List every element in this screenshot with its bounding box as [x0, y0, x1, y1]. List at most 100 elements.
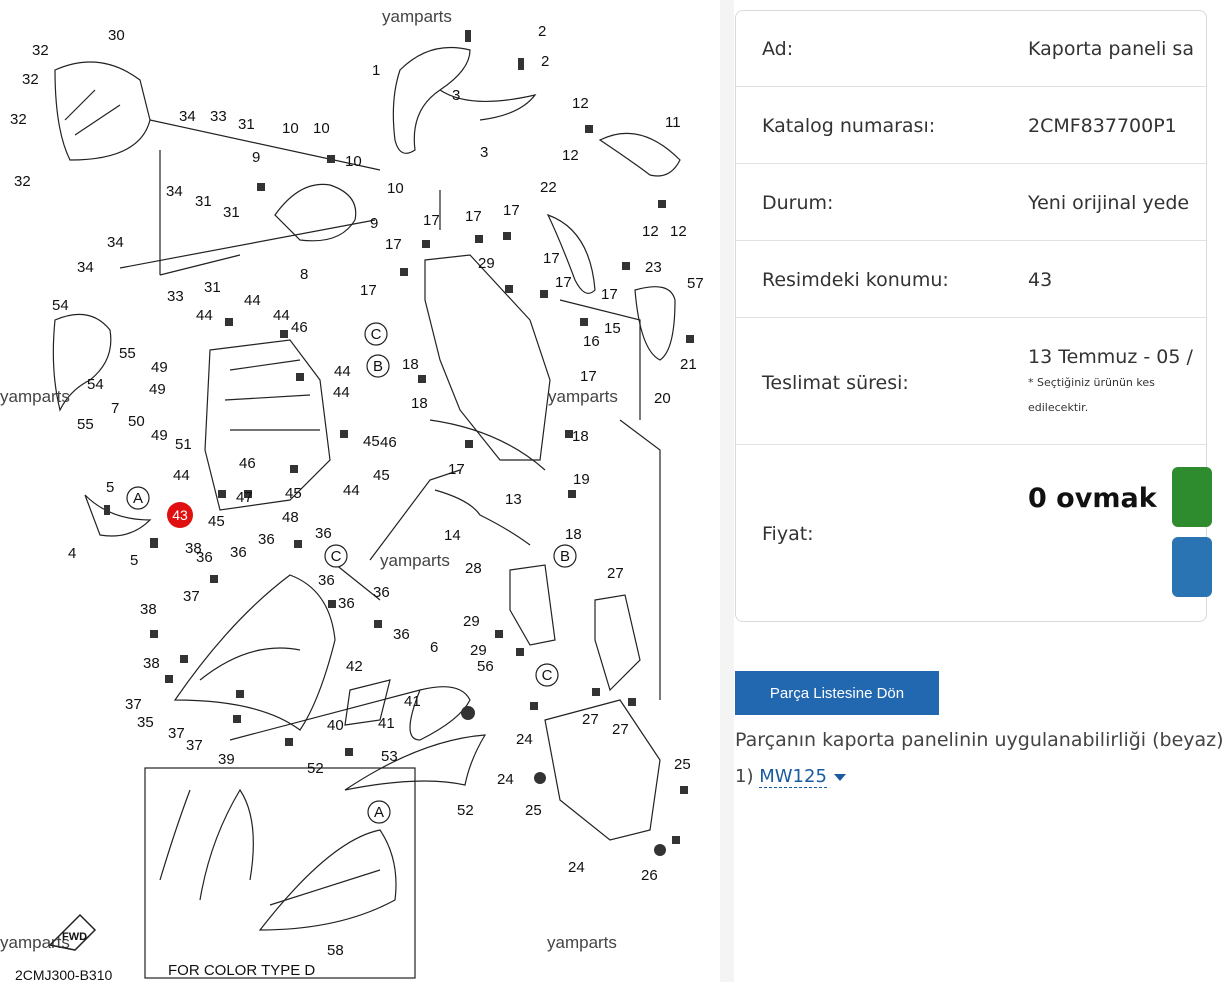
reference-letter: B: [373, 358, 383, 375]
catalog-number-value: 2CMF837700P1: [1028, 115, 1177, 137]
callout-number: 34: [179, 108, 196, 125]
callout-number: 31: [223, 204, 240, 221]
callout-number: 44: [173, 467, 190, 484]
callout-number: 19: [573, 471, 590, 488]
callout-number: 46: [380, 434, 397, 451]
callout-number: 52: [457, 802, 474, 819]
callout-number: 30: [108, 27, 125, 44]
callout-number: 15: [604, 320, 621, 337]
callout-number: 25: [674, 756, 691, 773]
watermark-text: yamparts: [382, 7, 452, 26]
callout-number: 17: [385, 236, 402, 253]
reference-letter: B: [560, 548, 570, 565]
callout-number: 29: [478, 255, 495, 272]
callout-number: 37: [168, 725, 185, 742]
callout-number: 44: [333, 384, 350, 401]
callout-number: 24: [516, 731, 533, 748]
callout-number: 40: [327, 717, 344, 734]
callout-number: 31: [238, 116, 255, 133]
callout-number: 52: [307, 760, 324, 777]
callout-number: 9: [252, 149, 260, 166]
callout-number: 35: [137, 714, 154, 731]
reference-circle: [324, 544, 348, 568]
model-link[interactable]: MW125: [759, 766, 827, 788]
callout-number: 37: [125, 696, 142, 713]
highlight-marker[interactable]: [167, 502, 193, 528]
reference-circle: [364, 322, 388, 346]
callout-number: 24: [497, 771, 514, 788]
add-to-cart-button[interactable]: [1172, 467, 1212, 527]
callout-number: 46: [239, 455, 256, 472]
info-label: Katalog numarası:: [762, 115, 936, 137]
back-to-parts-list-button[interactable]: Parça Listesine Dön: [735, 671, 939, 715]
callout-number: 24: [568, 859, 585, 876]
callout-number: 36: [318, 572, 335, 589]
callout-number: 31: [195, 193, 212, 210]
callout-number: 5: [106, 479, 114, 496]
callout-number: 12: [642, 223, 659, 240]
price-value: 0 ovmak: [1028, 483, 1157, 514]
callout-number: 34: [166, 183, 183, 200]
watermark-text: yamparts: [0, 387, 70, 406]
callout-number: 17: [555, 274, 572, 291]
model-list-item: 1) MW125: [735, 766, 846, 788]
info-label: Durum:: [762, 192, 834, 214]
callout-number: 54: [87, 376, 104, 393]
callout-number: 20: [654, 390, 671, 407]
reference-letter: C: [371, 326, 382, 343]
reference-circle: [367, 800, 391, 824]
reference-letter: A: [133, 490, 143, 507]
reference-letter: C: [542, 667, 553, 684]
callout-number: 45: [285, 485, 302, 502]
callout-number: 39: [218, 751, 235, 768]
callout-number: 27: [612, 721, 629, 738]
callout-number: 38: [185, 540, 202, 557]
watermark-text: yamparts: [548, 387, 618, 406]
highlight-marker-label: 43: [172, 507, 188, 523]
callout-number: 51: [175, 436, 192, 453]
reference-letter: A: [374, 804, 384, 821]
callout-number: 17: [543, 250, 560, 267]
condition-value: Yeni orijinal yede: [1028, 192, 1190, 214]
callout-number: 49: [149, 381, 166, 398]
callout-number: 44: [334, 363, 351, 380]
callout-number: 12: [572, 95, 589, 112]
fwd-label: FWD: [62, 931, 87, 943]
callout-number: 3: [480, 144, 488, 161]
chevron-down-icon[interactable]: [833, 773, 846, 781]
part-info-panel: Ad: Kaporta paneli sa Katalog numarası: …: [735, 10, 1212, 622]
callout-number: 54: [52, 297, 69, 314]
info-row-position: Resimdeki konumu: 43: [736, 241, 1206, 318]
callout-number: 36: [258, 531, 275, 548]
callout-number: 17: [423, 212, 440, 229]
callout-number: 45: [363, 433, 380, 450]
callout-number: 56: [477, 658, 494, 675]
callout-number: 7: [111, 400, 119, 417]
callout-number: 10: [313, 120, 330, 137]
callout-number: 58: [327, 942, 344, 959]
callout-number: 44: [273, 307, 290, 324]
callout-number: 32: [14, 173, 31, 190]
part-name-value: Kaporta paneli sa: [1028, 38, 1194, 60]
callout-number: 17: [503, 202, 520, 219]
callout-number: 48: [282, 509, 299, 526]
callout-number: 17: [448, 461, 465, 478]
callout-number: 12: [670, 223, 687, 240]
callout-number: 2: [538, 23, 546, 40]
exploded-view-drawing: yamparts yamparts yamparts yamparts yamp…: [0, 7, 704, 982]
callout-number: 44: [343, 482, 360, 499]
callout-number: 1: [372, 62, 380, 79]
callout-number: 29: [470, 642, 487, 659]
callout-number: 2: [541, 53, 549, 70]
callout-number: 37: [186, 737, 203, 754]
callout-number: 36: [393, 626, 410, 643]
info-label: Resimdeki konumu:: [762, 269, 949, 291]
position-value: 43: [1028, 269, 1053, 291]
callout-number: 17: [360, 282, 377, 299]
callout-number: 18: [411, 395, 428, 412]
callout-number: 33: [210, 108, 227, 125]
callout-number: 26: [641, 867, 658, 884]
callout-number: 13: [505, 491, 522, 508]
callout-number: 23: [645, 259, 662, 276]
secondary-action-button[interactable]: [1172, 537, 1212, 597]
